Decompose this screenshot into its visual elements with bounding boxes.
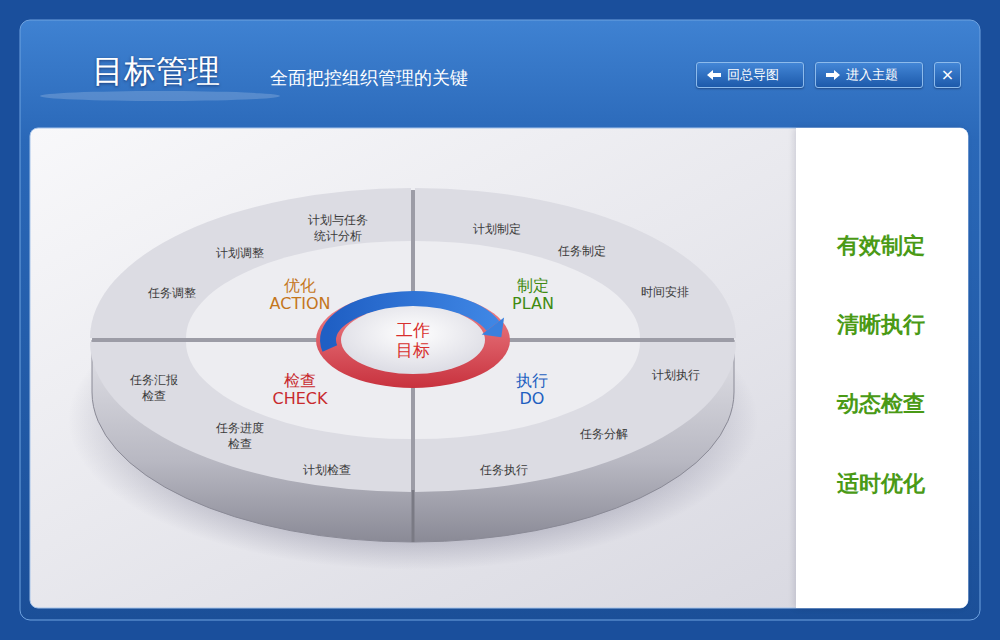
arrow-glyph xyxy=(826,70,840,80)
step-item: 计划与任务 统计分析 xyxy=(308,212,368,244)
inner-band xyxy=(415,342,640,439)
goal-text: 有效制定 xyxy=(837,233,925,259)
ring-red xyxy=(316,292,510,388)
window-frame xyxy=(20,20,980,620)
step-item: 任务调整 xyxy=(148,285,196,301)
ring-arrowhead xyxy=(482,318,504,338)
phase-label: 优化 ACTION xyxy=(270,277,331,314)
page-title: 目标管理 xyxy=(92,50,220,94)
nav-button: 回总导图 xyxy=(696,62,804,88)
subtitle: 全面把控组织管理的关键 xyxy=(270,66,468,90)
button-text: 进入主题 xyxy=(846,67,898,83)
step-item: 任务制定 xyxy=(558,243,606,259)
goal-text: 动态检查 xyxy=(837,391,925,417)
step-item: 任务执行 xyxy=(480,462,528,478)
goal-ring: 工作 目标 xyxy=(316,292,510,388)
ring-core xyxy=(341,306,485,374)
side-divider xyxy=(412,490,415,542)
nav-button: 进入主题 xyxy=(815,62,923,88)
step-item: 计划检查 xyxy=(303,462,351,478)
close-mark: × xyxy=(941,65,954,84)
close-button: × xyxy=(934,62,961,88)
step-item: 任务进度 检查 xyxy=(216,420,264,452)
phase-label: 制定 PLAN xyxy=(512,277,554,314)
button-text: 回总导图 xyxy=(727,67,779,83)
arrow-glyph xyxy=(707,70,721,80)
step-item: 计划制定 xyxy=(473,221,521,237)
phase-label: 执行 DO xyxy=(516,372,548,409)
step-item: 时间安排 xyxy=(641,284,689,300)
goal-text: 适时优化 xyxy=(837,471,925,497)
outer-band xyxy=(90,342,411,492)
summary-panel: 有效制定清晰执行动态检查适时优化 xyxy=(796,128,968,608)
phase-label: 检查 CHECK xyxy=(273,372,328,409)
arrow-icon xyxy=(707,70,721,80)
outer-band xyxy=(415,342,736,492)
step-item: 计划调整 xyxy=(216,245,264,261)
content-panel xyxy=(30,128,968,608)
center-goal: 工作 目标 xyxy=(396,320,430,361)
step-item: 任务汇报 检查 xyxy=(130,372,178,404)
step-item: 任务分解 xyxy=(580,426,628,442)
arrow-icon xyxy=(826,70,840,80)
goal-text: 清晰执行 xyxy=(837,312,925,338)
step-item: 计划执行 xyxy=(652,367,700,383)
title-glow xyxy=(40,91,280,101)
